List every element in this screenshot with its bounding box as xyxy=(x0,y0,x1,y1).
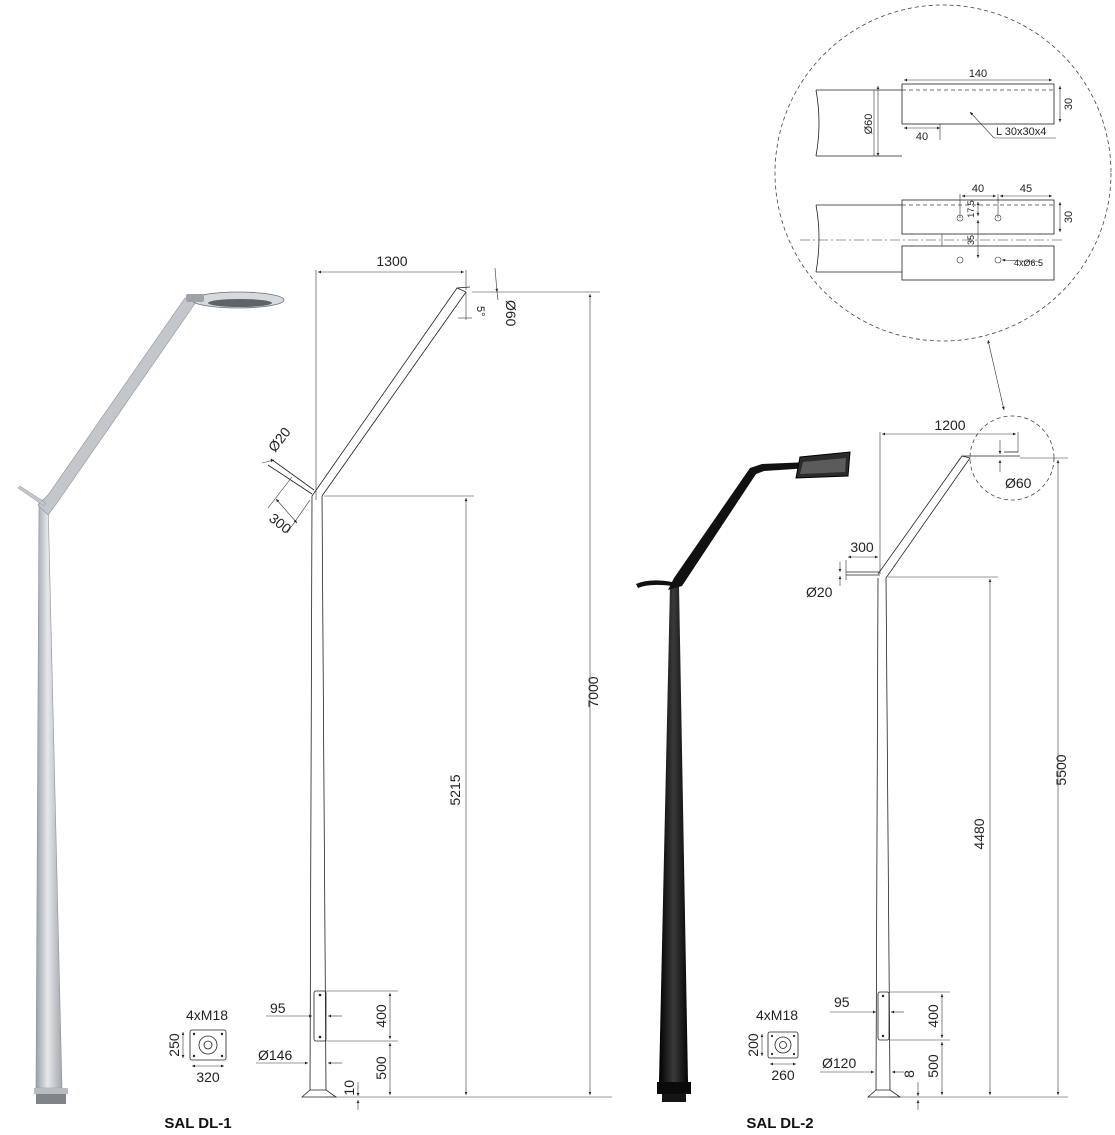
dim-base-gap-2: 8 xyxy=(901,1070,917,1078)
dim-spike-length-2: 300 xyxy=(850,539,874,555)
lamp-photo-1 xyxy=(17,291,285,1104)
dim-arm-length-2: 1200 xyxy=(934,417,965,433)
dim-bolts-2: 4xM18 xyxy=(756,1007,798,1023)
dim-arm-length-1: 1300 xyxy=(376,253,407,269)
base-plate-2: 4xM18 200 260 xyxy=(745,1007,799,1083)
dim-total-height-2: 5500 xyxy=(1053,754,1069,785)
dim-plate-width-1: 320 xyxy=(196,1069,220,1085)
dim-door-base-2: 500 xyxy=(925,1054,941,1078)
detail-hole-edge: 45 xyxy=(1020,183,1032,195)
dim-door-base-1: 500 xyxy=(373,1056,389,1080)
dim-pole-diameter-2: Ø120 xyxy=(822,1055,856,1071)
detail-angle-profile: L 30x30x4 xyxy=(996,126,1046,138)
detail-tube-diameter: Ø60 xyxy=(863,114,875,135)
base-plate-1: 4xM18 250 320 xyxy=(166,1007,228,1085)
dim-base-gap-1: 10 xyxy=(341,1080,357,1096)
dim-plate-width-2: 260 xyxy=(771,1067,795,1083)
drawing-sal-dl-2: 1200 Ø60 5500 4480 300 Ø20 95 400 500 xyxy=(745,415,1069,1132)
drawing-sal-dl-1: 1300 5° Ø60 7000 5215 Ø20 300 95 400 xyxy=(164,253,612,1132)
dim-total-height-1: 7000 xyxy=(585,676,601,707)
dim-arm-start-2: 4480 xyxy=(971,818,987,849)
dim-spike-diameter-2: Ø20 xyxy=(806,584,833,600)
product-name-2: SAL DL-2 xyxy=(746,1115,813,1132)
detail-bracket-length: 140 xyxy=(969,68,987,80)
dim-angle-1: 5° xyxy=(474,306,486,317)
detail-bracket-height: 30 xyxy=(1063,98,1075,110)
dim-door-offset-1: 95 xyxy=(270,1000,286,1016)
lamp-photo-2 xyxy=(636,451,851,1102)
dim-tip-diameter-1: Ø60 xyxy=(503,300,519,327)
detail-holes: 4xØ6.5 xyxy=(1014,258,1043,268)
dim-bolts-1: 4xM18 xyxy=(186,1007,228,1023)
dim-door-offset-2: 95 xyxy=(834,994,850,1010)
dim-door-height-1: 400 xyxy=(373,1004,389,1028)
detail-hole-offset: 17.5 xyxy=(966,200,976,218)
dim-arm-start-1: 5215 xyxy=(447,774,463,805)
dim-plate-side-2: 200 xyxy=(745,1033,761,1057)
detail-leader xyxy=(987,339,1005,411)
detail-view: Ø60 140 30 40 L 30x30x4 40 45 30 17.5 xyxy=(774,4,1112,342)
dim-spike-diameter-1: Ø20 xyxy=(265,424,294,455)
product-name-1: SAL DL-1 xyxy=(164,1115,231,1132)
detail-hole-spacing: 40 xyxy=(972,183,984,195)
dim-tip-diameter-2: Ø60 xyxy=(1005,475,1032,491)
detail-hole-height: 30 xyxy=(1063,211,1075,223)
dim-door-height-2: 400 xyxy=(925,1004,941,1028)
dim-pole-diameter-1: Ø146 xyxy=(258,1047,292,1063)
dim-spike-length-1: 300 xyxy=(266,510,294,537)
dim-plate-side-1: 250 xyxy=(166,1033,182,1057)
detail-hole-gap: 35 xyxy=(966,235,976,245)
detail-insert: 40 xyxy=(916,131,928,143)
